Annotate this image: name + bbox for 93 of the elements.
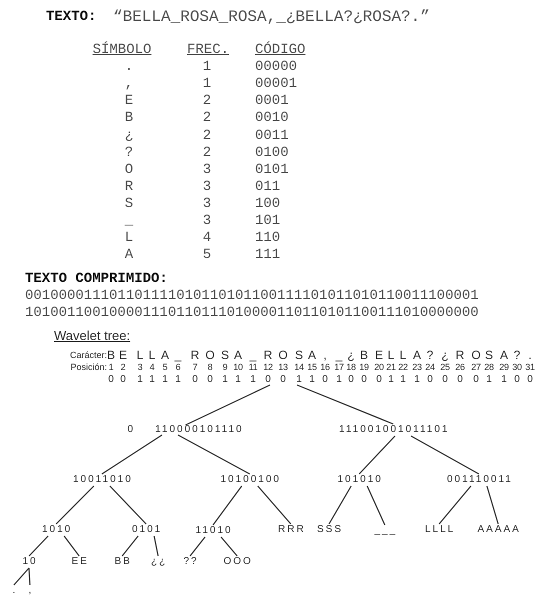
tree-node-label: BB (112, 556, 132, 568)
tree-branch-line (109, 486, 147, 524)
tree-branch-line (296, 384, 394, 425)
row-label: Posición: (70, 363, 107, 372)
input-text: “BELLA_ROSA_ROSA,_¿BELLA?¿ROSA?.” (113, 9, 430, 25)
symbol-cell: S (124, 196, 134, 211)
tree-node-label: 110000101110 (155, 424, 244, 435)
frequency-cell: 2 (202, 146, 212, 160)
frequency-cell: 4 (202, 231, 212, 246)
tree-node-label: 11010 (194, 525, 233, 537)
tree-node-label: OOO (222, 556, 253, 568)
tree-node-label: 10011010 (71, 474, 133, 486)
symbol-cell: E (124, 94, 134, 108)
tree-branch-line (13, 568, 30, 586)
code-cell: 011 (255, 180, 280, 194)
code-cell: 00000 (255, 60, 298, 74)
tree-branch-line (64, 536, 80, 556)
tree-branch-line (190, 536, 206, 556)
tree-branch-line (366, 486, 386, 526)
compressed-bits: 001000011101101111010110101100111101011010110011100001 (25, 289, 479, 303)
bit-sequence: 0 0 1 1 1 1 0 0 1 1 1 0 0 1 1 0 1 0 0 0 1 1 1 0 0 0 0 1 1 0 0 (103, 375, 538, 385)
tree-node-label: RRR (276, 524, 306, 536)
tree-node-label: , (26, 585, 34, 597)
tree-node-label: ?? (182, 556, 199, 568)
tree-branch-line (122, 536, 139, 556)
code-cell: 0010 (255, 111, 289, 126)
tree-node-label: 10 (20, 556, 38, 568)
symbol-cell: ? (124, 146, 134, 160)
tree-branch-line (154, 536, 159, 556)
code-cell: 0101 (255, 162, 289, 177)
tree-node-label: 001110011 (445, 474, 513, 486)
code-cell: 0001 (255, 94, 289, 108)
compressed-bits: 101001100100001110110111010000110110101100111010000000 (25, 306, 479, 320)
code-cell: 100 (255, 196, 280, 211)
tree-node-label: SSS (315, 524, 344, 536)
table-header: CÓDIGO (255, 43, 306, 57)
tree-node-label: 1010 (40, 524, 72, 536)
tree-node-label: 10100100 (218, 474, 281, 486)
symbol-cell: L (124, 231, 134, 246)
table-header: FREC. (187, 43, 229, 57)
frequency-cell: 3 (202, 214, 212, 228)
tree-branch-line (358, 436, 396, 474)
tree-branch-line (486, 486, 499, 524)
tree-node-label: ¿¿ (149, 556, 168, 568)
tree-branch-line (410, 435, 480, 475)
tree-node-label: 101010 (336, 474, 383, 486)
code-cell: 00001 (255, 77, 298, 92)
tree-branch-line (102, 434, 162, 474)
symbol-cell: A (124, 248, 134, 262)
tree-branch-line (438, 486, 472, 524)
symbol-cell: . (124, 60, 134, 74)
tree-node-prefix: 0 (128, 424, 136, 435)
tree-node-label: . (10, 585, 18, 597)
tree-node-label: AAAAA (476, 524, 521, 536)
tree-node-label: LLLL (423, 524, 456, 536)
tree-branch-line (56, 486, 94, 524)
code-cell: 110 (255, 231, 280, 246)
tree-node-label: 111001001011101 (337, 424, 450, 436)
tree-branch-line (220, 536, 238, 556)
tree-branch-line (328, 486, 352, 524)
frequency-cell: 5 (202, 248, 212, 262)
tree-branch-line (212, 486, 242, 526)
frequency-cell: 1 (202, 77, 212, 92)
code-cell: 111 (255, 248, 280, 262)
symbol-cell: R (124, 180, 134, 194)
tree-branch-line (28, 536, 49, 556)
symbol-cell: _ (124, 214, 134, 228)
frequency-cell: 2 (202, 128, 212, 142)
tree-node-label: EE (70, 556, 89, 568)
frequency-cell: 2 (202, 94, 212, 108)
code-cell: 0100 (255, 146, 289, 160)
code-cell: 0011 (255, 128, 289, 142)
section-heading: Wavelet tree: (54, 329, 130, 342)
row-label: Carácter: (70, 351, 107, 360)
frequency-cell: 1 (202, 60, 212, 74)
frequency-cell: 3 (202, 180, 212, 194)
frequency-cell: 2 (202, 111, 212, 126)
tree-node-label: ___ (372, 525, 398, 537)
tree-branch-line (185, 384, 270, 426)
code-cell: 101 (255, 214, 280, 228)
frequency-cell: 3 (202, 162, 212, 177)
symbol-cell: O (124, 162, 134, 177)
heading-label: TEXTO: (46, 10, 96, 24)
tree-branch-line (257, 486, 292, 524)
tree-branch-line (178, 434, 250, 475)
symbol-cell: ¿ (124, 128, 134, 142)
symbol-cell: B (124, 111, 134, 126)
section-heading: TEXTO COMPRIMIDO: (25, 272, 168, 286)
frequency-cell: 3 (202, 196, 212, 211)
table-header: SÍMBOLO (92, 43, 152, 57)
symbol-cell: , (124, 77, 134, 92)
tree-node-label: 0101 (130, 524, 162, 536)
tree-branch-line (28, 568, 30, 586)
